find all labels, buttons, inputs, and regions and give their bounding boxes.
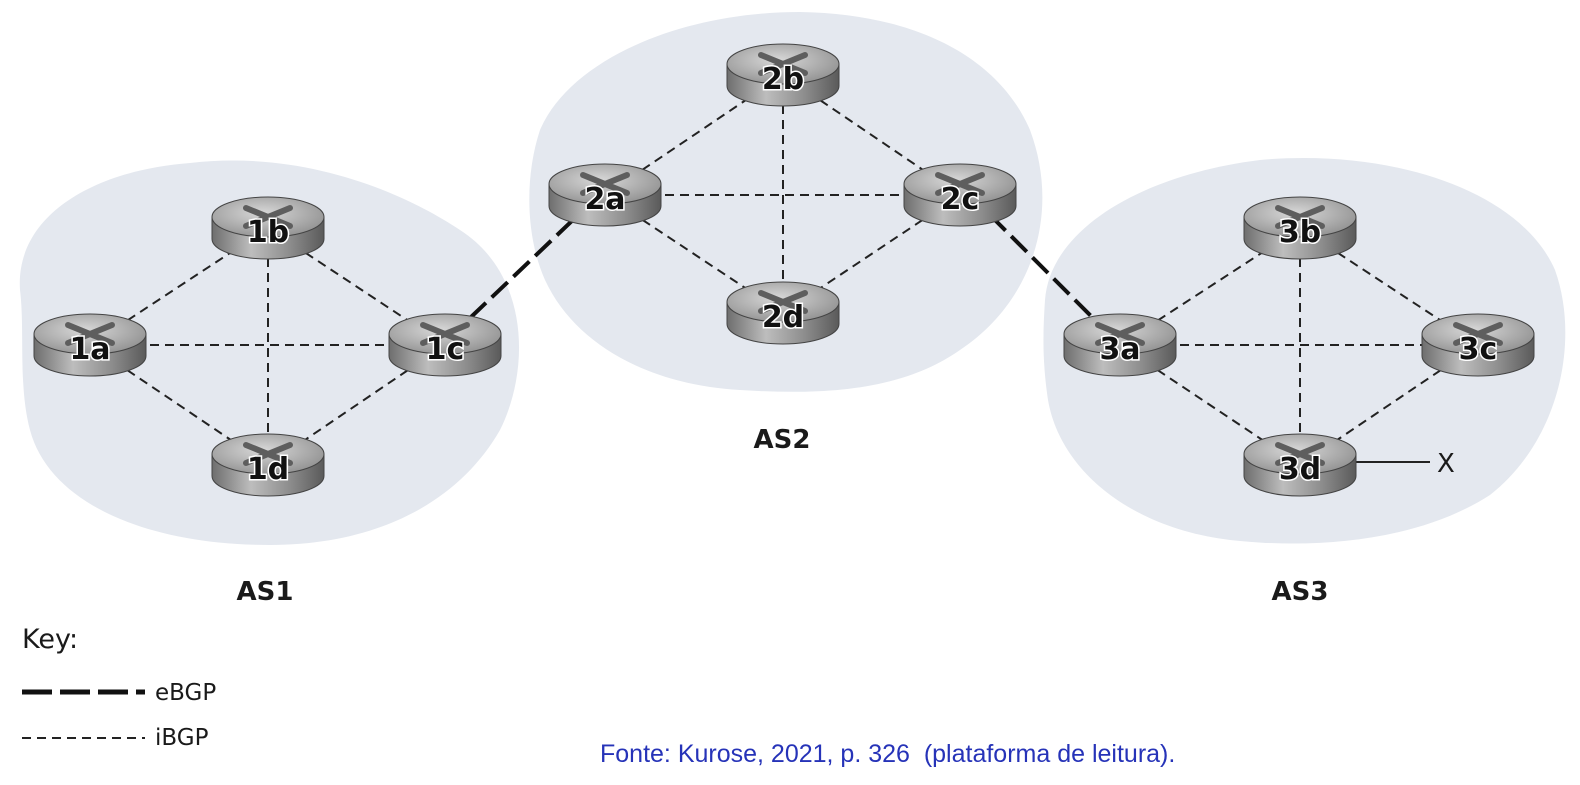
- router-label: 2c: [941, 182, 980, 217]
- router-arrows-icon: [243, 205, 293, 229]
- key-ebgp-label: eBGP: [155, 680, 216, 706]
- router-2a: 2a: [548, 163, 662, 227]
- router-arrows-icon: [1275, 442, 1325, 466]
- router-1c: 1c: [388, 313, 502, 377]
- router-arrows-icon: [243, 442, 293, 466]
- as1-label: AS1: [237, 577, 294, 607]
- router-label: 1c: [426, 332, 465, 367]
- router-label: 1d: [247, 452, 289, 487]
- external-destination-x: X: [1437, 449, 1455, 479]
- router-arrows-icon: [758, 52, 808, 76]
- router-3b: 3b: [1243, 196, 1357, 260]
- router-2b: 2b: [726, 43, 840, 107]
- router-label: 3c: [1459, 332, 1498, 367]
- router-2d: 2d: [726, 281, 840, 345]
- as2-cloud: [529, 12, 1043, 392]
- router-arrows-icon: [580, 172, 630, 196]
- router-arrows-icon: [65, 322, 115, 346]
- router-arrows-icon: [935, 172, 985, 196]
- key-title: Key:: [22, 624, 78, 655]
- router-layer: 1a 1b 1c 1d 2a 2b 2c 2d 3a 3b 3c 3d: [33, 43, 1535, 497]
- router-3d: 3d: [1243, 433, 1357, 497]
- router-1b: 1b: [211, 196, 325, 260]
- ebgp-link-1c-2a: [468, 216, 577, 320]
- as3-label: AS3: [1272, 577, 1329, 607]
- router-arrows-icon: [1095, 322, 1145, 346]
- ebgp-link-2c-3a: [988, 213, 1102, 327]
- router-label: 2a: [584, 182, 625, 217]
- router-label: 3d: [1279, 452, 1321, 487]
- as2-label: AS2: [754, 425, 811, 455]
- router-label: 1a: [69, 332, 110, 367]
- router-2c: 2c: [903, 163, 1017, 227]
- router-label: 2b: [762, 62, 804, 97]
- as1-cloud: [19, 160, 520, 546]
- key-ibgp-label: iBGP: [155, 725, 209, 751]
- router-arrows-icon: [420, 322, 470, 346]
- router-3a: 3a: [1063, 313, 1177, 377]
- router-label: 3a: [1099, 332, 1140, 367]
- router-arrows-icon: [758, 290, 808, 314]
- source-citation: Fonte: Kurose, 2021, p. 326 (plataforma …: [600, 740, 1176, 768]
- router-label: 1b: [247, 215, 289, 250]
- router-label: 2d: [762, 300, 804, 335]
- router-1d: 1d: [211, 433, 325, 497]
- router-1a: 1a: [33, 313, 147, 377]
- router-arrows-icon: [1275, 205, 1325, 229]
- router-3c: 3c: [1421, 313, 1535, 377]
- as3-cloud: [1043, 157, 1566, 544]
- router-label: 3b: [1279, 215, 1321, 250]
- router-arrows-icon: [1453, 322, 1503, 346]
